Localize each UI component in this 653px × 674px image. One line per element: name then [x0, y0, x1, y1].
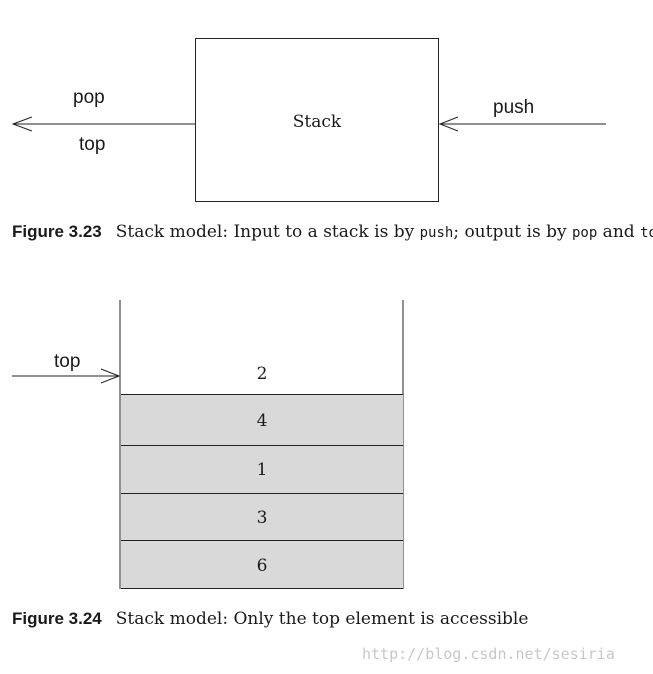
- pop-label: pop: [73, 87, 105, 108]
- push-label: push: [493, 97, 535, 118]
- stack-cell-bottom: 6: [121, 540, 403, 589]
- top-label: top: [79, 134, 106, 155]
- caption-number: Figure 3.24: [12, 609, 102, 628]
- stack-cell: 4: [121, 394, 403, 445]
- output-arrow: [11, 116, 195, 132]
- input-arrow: [438, 116, 606, 132]
- top-pointer-arrow: [12, 368, 121, 384]
- stack-cell-top: 2: [256, 364, 268, 384]
- caption-code-pop: pop: [571, 225, 598, 241]
- caption-text: Stack model: Input to a stack is by: [115, 222, 420, 242]
- watermark: http://blog.csdn.net/sesiria: [362, 645, 615, 663]
- stack-box-label: Stack: [292, 112, 342, 132]
- figure-3-24-caption: Figure 3.24 Stack model: Only the top ele…: [12, 609, 528, 629]
- caption-text: Stack model: Only the top element is acc…: [115, 609, 529, 629]
- stack-box: Stack: [195, 38, 439, 202]
- stack-cell: 3: [121, 493, 403, 540]
- figure-3-23-arrows: [11, 116, 606, 132]
- figure-3-24-lines: [12, 300, 404, 589]
- caption-text: and: [597, 222, 641, 242]
- caption-number: Figure 3.23: [12, 222, 102, 241]
- stack-cell: 1: [121, 445, 403, 493]
- caption-text: ; output is by: [453, 222, 572, 242]
- top-pointer-label: top: [54, 351, 81, 372]
- caption-code-push: push: [419, 225, 454, 241]
- figure-3-23-caption: Figure 3.23 Stack model: Input to a stack…: [12, 222, 653, 242]
- caption-code-top: top: [640, 225, 653, 241]
